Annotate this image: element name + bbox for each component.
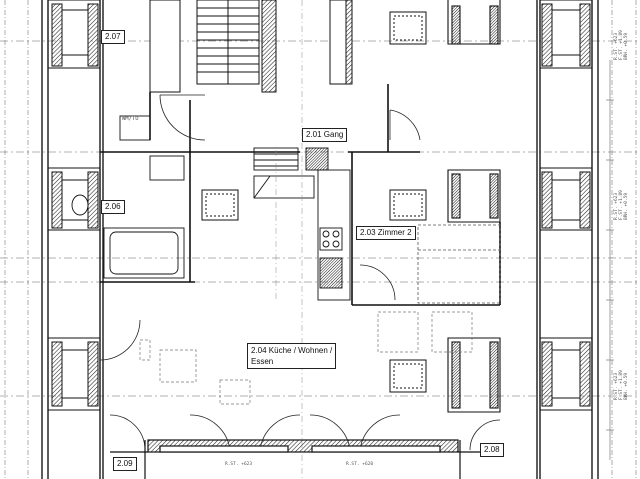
note-right-column-1: R.ST. +623 F.ST. +1.89 BRH. +0.59 [614, 30, 629, 60]
left-dormers [47, 0, 101, 411]
bathroom-fixtures [71, 115, 185, 279]
room-label-kueche: 2.04 Küche / Wohnen / Essen [247, 343, 337, 369]
door-swings [99, 94, 501, 451]
note-rst-2: R.ST. +620 [346, 462, 374, 467]
room-label-gang: 2.01 Gang [302, 128, 348, 142]
room-label-2-08: 2.08 [480, 443, 504, 457]
room-label-2-07: 2.07 [101, 30, 125, 44]
right-dormers [539, 0, 593, 411]
room-label-kueche-line1: 2.04 Küche / Wohnen / [251, 346, 333, 355]
dining-furniture [139, 311, 473, 405]
grid-lines [275, 0, 303, 479]
note-wm-tu: WM/TU [122, 116, 139, 122]
right-dimension-line [606, 60, 614, 460]
note-right-column-2: R.ST. +623 F.ST. +1.89 BRH. +0.59 [614, 190, 629, 220]
kitchen-counter [253, 147, 351, 301]
room-label-kueche-line2: Essen [251, 357, 274, 366]
note-rst-1: R.ST. +623 [225, 462, 253, 467]
note-right-column-3: R.ST. +623 F.ST. +1.89 BRH. +0.59 [614, 370, 629, 400]
room-label-zimmer-2: 2.03 Zimmer 2 [356, 226, 416, 240]
inner-dormer-frames [447, 0, 501, 413]
room-label-2-06: 2.06 [101, 200, 125, 214]
staircase [149, 0, 353, 93]
skylights [201, 11, 427, 393]
front-wall [110, 439, 500, 479]
room-label-2-09: 2.09 [113, 457, 137, 471]
bed [417, 224, 501, 304]
interior-walls [100, 84, 501, 306]
